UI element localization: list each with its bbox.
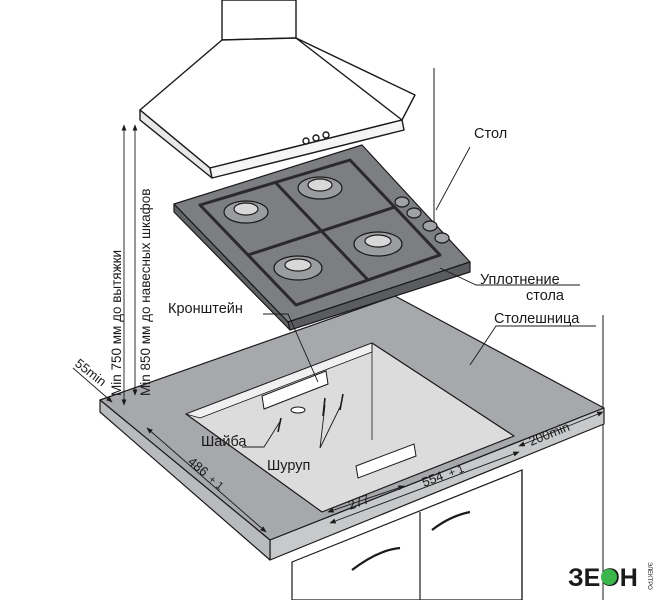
dim-bracket-line (327, 485, 405, 513)
burner-back-left (223, 200, 269, 224)
dim-depth-line (146, 427, 267, 533)
dim-width-tol: + 1 (447, 463, 466, 480)
callout-leaders (242, 146, 596, 449)
dim-bracket-text: 277 (346, 491, 372, 513)
hood-button-1 (302, 137, 310, 145)
bracket-back (261, 370, 329, 410)
zeon-logo: ЗЕОН ЭЛЕКТРО (568, 562, 652, 592)
power-icon (601, 569, 617, 585)
dim-width-group: 554 + 1 (420, 463, 466, 490)
hood-button-3 (322, 131, 330, 139)
logo-subtext: ЭЛЕКТРО (646, 562, 652, 590)
screw-right (339, 393, 344, 411)
knob-2 (406, 207, 422, 219)
drawer-handle-left (351, 546, 401, 571)
knob-1 (394, 196, 410, 208)
label-screw: Шуруп (267, 458, 310, 474)
label-table: Стол (474, 126, 507, 142)
label-seal: Уплотнение (480, 272, 560, 288)
burner-front-right (353, 231, 403, 257)
dim-back-line (518, 411, 604, 447)
label-countertop: Столешница (494, 311, 580, 327)
burner-front-left (273, 255, 323, 281)
knob-3 (422, 220, 438, 232)
burner-back-right (297, 176, 343, 200)
hob-grates (198, 158, 442, 307)
hood-base (209, 119, 405, 179)
countertop (99, 295, 605, 561)
label-seal-line2: стола (526, 288, 565, 304)
dim-hood-text: Min 750 мм до вытяжки (109, 250, 124, 396)
hood-button-2 (312, 134, 320, 142)
dimension-lines (72, 124, 604, 533)
dim-width-text: 554 (420, 468, 446, 490)
screw-middle (322, 397, 326, 417)
washer-icon (290, 406, 306, 414)
dim-cabinet-text: Min 850 мм до навесных шкафов (138, 189, 153, 396)
hob-knobs (394, 196, 450, 244)
cooker-hood (139, 0, 416, 179)
knob-4 (434, 232, 450, 244)
label-bracket: Кронштейн (168, 301, 243, 317)
hob-left-edge (173, 203, 291, 331)
hood-chimney (221, 0, 297, 41)
label-washer: Шайба (201, 434, 247, 450)
dim-front-line (72, 367, 113, 403)
gas-hob (173, 144, 471, 331)
